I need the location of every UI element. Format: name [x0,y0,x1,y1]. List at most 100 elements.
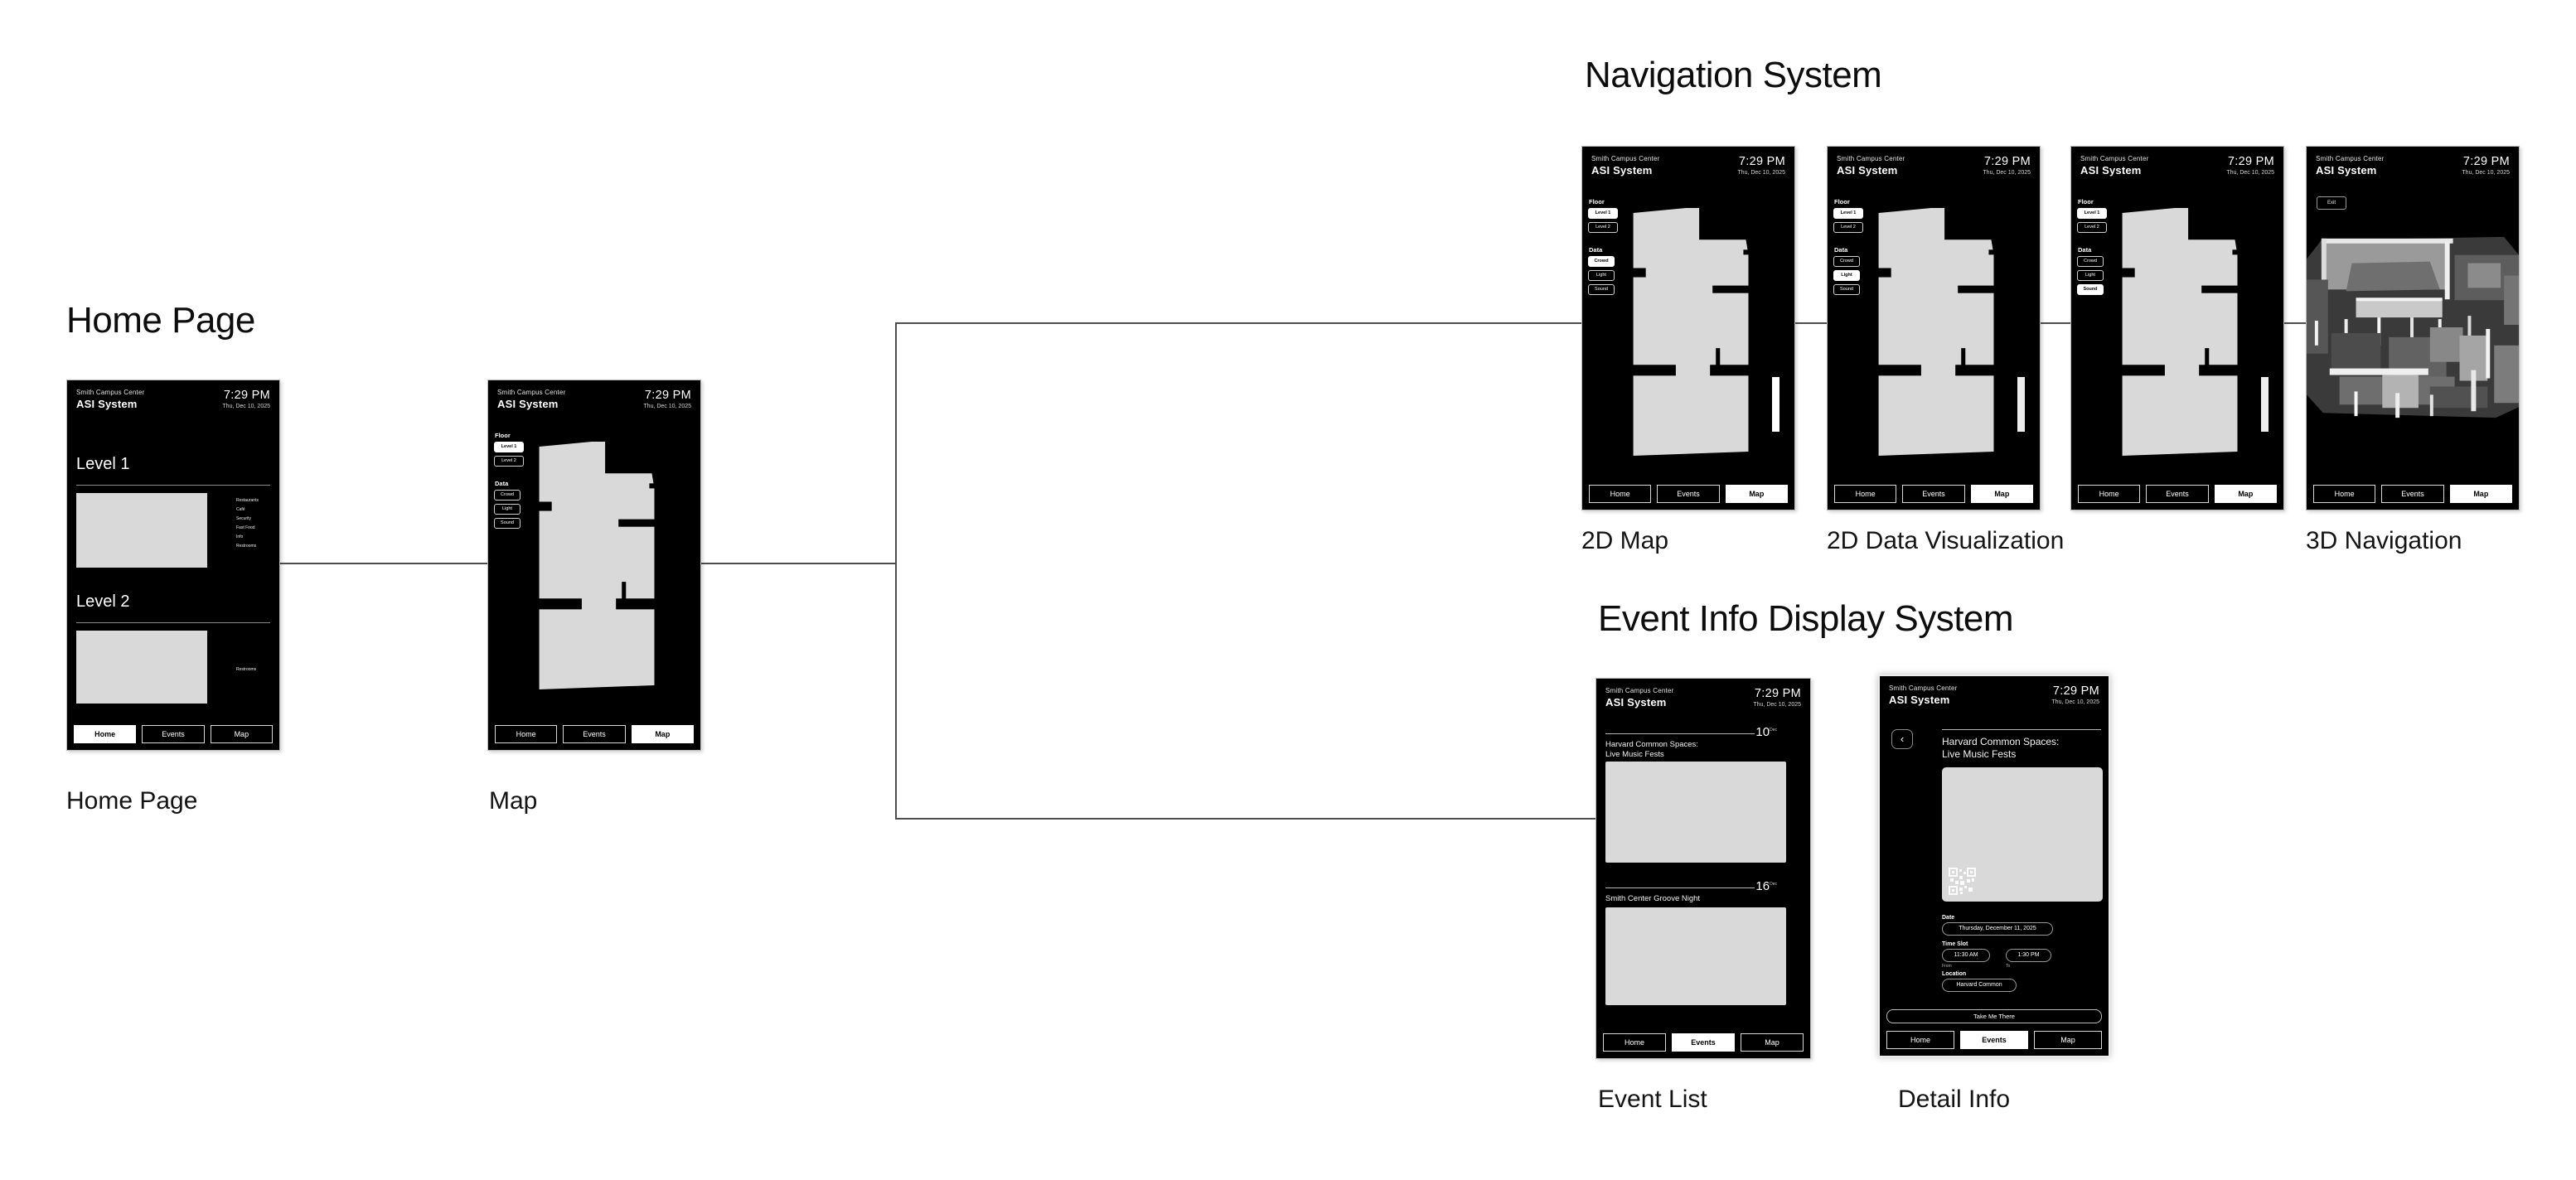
data-crowd-button[interactable]: Crowd [1588,256,1615,267]
tab-map[interactable]: Map [1725,485,1788,503]
floor-plan-map[interactable] [1619,208,1756,458]
phone-2d-map[interactable]: Smith Campus Center ASI System 7:29 PM T… [1581,146,1795,510]
phone-detail-info[interactable]: Smith Campus Center ASI System 7:29 PM T… [1878,675,2110,1057]
status-date: Thu, Dec 10, 2025 [643,404,691,409]
tab-home[interactable]: Home [1886,1031,1954,1049]
tab-home[interactable]: Home [74,725,137,743]
divider [1605,887,1755,888]
date-pill[interactable]: Thursday, December 11, 2025 [1942,922,2053,936]
floor-label: Floor [2078,198,2094,206]
detail-event-image [1942,767,2103,902]
floor-plan-map[interactable] [525,442,662,692]
phone-event-list[interactable]: Smith Campus Center ASI System 7:29 PM T… [1595,678,1811,1059]
event-month: Dec [1770,882,1777,887]
tab-home[interactable]: Home [1834,485,1897,503]
tab-events[interactable]: Events [1657,485,1720,503]
event-title[interactable]: Harvard Common Spaces: Live Music Fests [1605,740,1698,759]
tab-home[interactable]: Home [495,725,558,743]
floor-level1-button[interactable]: Level 1 [1833,208,1863,219]
location-label: Smith Campus Center [76,389,145,396]
floor-level1-button[interactable]: Level 1 [2077,208,2107,219]
floor-plan-map[interactable] [2108,208,2245,458]
data-crowd-button[interactable]: Crowd [1833,256,1860,267]
data-light-button[interactable]: Light [1588,270,1615,281]
tab-events[interactable]: Events [2381,485,2444,503]
phone-map[interactable]: Smith Campus Center ASI System 7:29 PM T… [487,380,701,751]
location-label: Smith Campus Center [1591,155,1660,162]
data-light-button[interactable]: Light [494,504,521,515]
exit-button[interactable]: Exit [2317,196,2346,210]
event-image[interactable] [1605,907,1786,1005]
tab-events[interactable]: Events [563,725,626,743]
poi-label: Restrooms [236,544,257,549]
data-light-button[interactable]: Light [2077,270,2104,281]
data-crowd-button[interactable]: Crowd [2077,256,2104,267]
event-image[interactable] [1605,762,1786,863]
take-me-there-button[interactable]: Take Me There [1886,1009,2102,1023]
tab-home[interactable]: Home [1603,1033,1666,1052]
tab-home[interactable]: Home [1589,485,1652,503]
tab-map[interactable]: Map [2034,1031,2102,1049]
level2-map-thumbnail[interactable] [76,631,207,704]
chevron-left-icon: ‹ [1900,733,1905,745]
floor-level2-button[interactable]: Level 2 [1833,222,1863,233]
tab-map[interactable]: Map [1970,485,2033,503]
phone-header: Smith Campus Center ASI System 7:29 PM T… [1880,676,2109,706]
bottom-nav: Home Events Map [1886,1031,2102,1049]
caption-2d-map: 2D Map [1581,527,1669,554]
3d-render[interactable] [2307,230,2519,424]
phone-2d-data-viz-sound[interactable]: Smith Campus Center ASI System 7:29 PM T… [2070,146,2284,510]
tab-events[interactable]: Events [1960,1031,2028,1049]
tab-map[interactable]: Map [631,725,694,743]
floor-level2-button[interactable]: Level 2 [1588,222,1618,233]
tab-events[interactable]: Events [1902,485,1965,503]
tab-events[interactable]: Events [1672,1033,1735,1052]
floor-level2-button[interactable]: Level 2 [2077,222,2107,233]
bottom-nav: Home Events Map [2313,485,2512,503]
poi-label: Security [236,516,252,521]
time-from-pill[interactable]: 11:30 AM [1942,949,1990,962]
tab-events[interactable]: Events [2146,485,2209,503]
tab-map[interactable]: Map [210,725,273,743]
tab-home[interactable]: Home [2313,485,2376,503]
caption-event-list: Event List [1598,1086,1707,1113]
tab-map[interactable]: Map [2449,485,2512,503]
floor-plan-map[interactable] [1864,208,2002,458]
clock: 7:29 PM [1983,155,2031,168]
floor-level2-button[interactable]: Level 2 [494,456,524,467]
poi-label: Fast Food [236,525,255,530]
floor-level1-button[interactable]: Level 1 [494,442,524,452]
data-sound-button[interactable]: Sound [1833,284,1860,295]
connector-nav-2-3 [2041,322,2070,324]
phone-3d-navigation[interactable]: Smith Campus Center ASI System 7:29 PM T… [2306,146,2520,510]
tab-map[interactable]: Map [1741,1033,1804,1052]
back-button[interactable]: ‹ [1891,729,1913,749]
tab-map[interactable]: Map [2214,485,2277,503]
clock: 7:29 PM [1754,687,1801,700]
phone-header: Smith Campus Center ASI System 7:29 PM T… [2071,147,2283,177]
status-date: Thu, Dec 10, 2025 [1753,702,1801,708]
phone-2d-data-viz-light[interactable]: Smith Campus Center ASI System 7:29 PM T… [1827,146,2041,510]
data-sound-button[interactable]: Sound [494,518,521,529]
level1-map-thumbnail[interactable] [76,493,207,568]
connector-nav-1-2 [1795,322,1827,324]
bottom-nav: Home Events Map [495,725,694,743]
time-to-pill[interactable]: 1:30 PM [2006,949,2051,962]
divider [76,485,270,486]
data-sound-button[interactable]: Sound [1588,284,1615,295]
connector-bracket-top [895,322,1581,324]
status-date: Thu, Dec 10, 2025 [1983,170,2031,176]
poi-label: Restaurants [236,498,259,503]
data-sound-button[interactable]: Sound [2077,284,2104,295]
tab-events[interactable]: Events [142,725,205,743]
event-title[interactable]: Smith Center Groove Night [1605,894,1700,904]
data-crowd-button[interactable]: Crowd [494,490,521,501]
caption-detail-info: Detail Info [1898,1086,2011,1113]
floor-level1-button[interactable]: Level 1 [1588,208,1618,219]
data-light-button[interactable]: Light [1833,270,1860,281]
event-title-line1: Harvard Common Spaces: [1605,740,1698,749]
tab-home[interactable]: Home [2078,485,2141,503]
phone-home-page[interactable]: Smith Campus Center ASI System 7:29 PM T… [66,380,280,751]
location-pill[interactable]: Harvard Common [1942,979,2017,992]
